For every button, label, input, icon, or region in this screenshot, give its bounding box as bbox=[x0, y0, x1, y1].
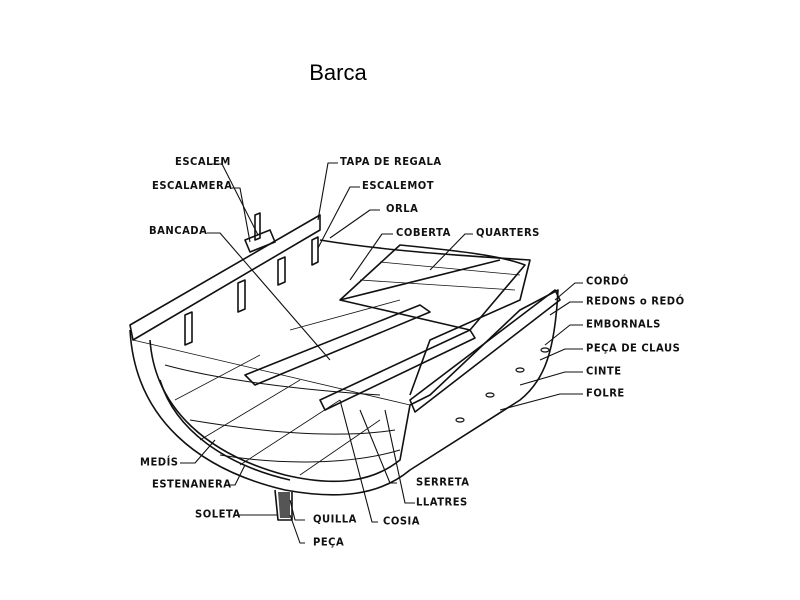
label-peca-de-claus: PEÇA DE CLAUS bbox=[586, 342, 681, 355]
label-medis: MEDÍS bbox=[140, 456, 179, 469]
port-gunwale bbox=[129, 214, 321, 341]
escalamera-block bbox=[244, 229, 276, 253]
starboard-gunwale bbox=[409, 289, 561, 413]
label-coberta: COBERTA bbox=[396, 227, 451, 240]
label-bancada: BANCADA bbox=[149, 225, 208, 238]
label-serreta: SERRETA bbox=[416, 476, 470, 489]
label-cosia: COSIA bbox=[383, 515, 421, 528]
quarters-panel bbox=[339, 244, 526, 331]
thwart-2 bbox=[319, 329, 476, 411]
scupper-marks bbox=[455, 347, 550, 423]
label-tapa-de-regala: TAPA DE REGALA bbox=[340, 156, 442, 169]
label-quilla: QUILLA bbox=[313, 513, 357, 526]
thwart bbox=[244, 304, 431, 386]
thole-pins bbox=[184, 212, 319, 346]
diagram-title: Barca bbox=[309, 60, 367, 85]
label-escalamera: ESCALAMERA bbox=[152, 180, 233, 193]
label-escalem: ESCALEM bbox=[175, 156, 231, 169]
label-folre: FOLRE bbox=[586, 387, 625, 400]
label-embornals: EMBORNALS bbox=[586, 318, 661, 331]
label-orla: ORLA bbox=[386, 203, 419, 216]
label-redons: REDONS o REDÓ bbox=[586, 295, 685, 308]
label-escalemot: ESCALEMOT bbox=[362, 180, 435, 193]
deck bbox=[319, 239, 531, 396]
label-peca: PEÇA bbox=[313, 536, 345, 549]
label-cinte: CINTE bbox=[586, 365, 622, 378]
label-soleta: SOLETA bbox=[195, 508, 241, 521]
label-llatres: LLATRES bbox=[416, 496, 468, 509]
label-cordo: CORDÓ bbox=[586, 275, 629, 288]
hull-outline bbox=[129, 289, 559, 496]
label-estenanera: ESTENANERA bbox=[152, 478, 232, 491]
leader-lines bbox=[180, 162, 583, 544]
label-quarters: QUARTERS bbox=[476, 227, 540, 240]
